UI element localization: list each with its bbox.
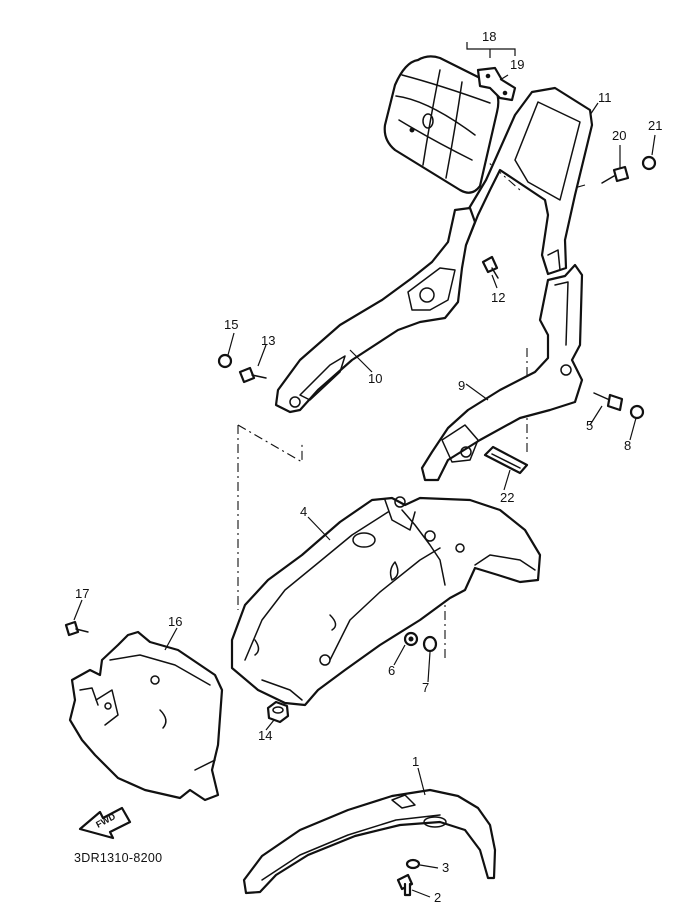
callout-18: 18 bbox=[482, 29, 496, 44]
callout-19: 19 bbox=[510, 57, 524, 72]
cap-15 bbox=[217, 353, 233, 369]
callout-3: 3 bbox=[442, 860, 449, 875]
callout-14: 14 bbox=[258, 728, 272, 743]
backrest-frame bbox=[453, 86, 594, 276]
mud-flap-cover bbox=[68, 630, 224, 802]
callout-5: 5 bbox=[586, 418, 593, 433]
callout-15: 15 bbox=[224, 317, 238, 332]
bracket bbox=[476, 66, 517, 102]
callout-9: 9 bbox=[458, 378, 465, 393]
callout-1: 1 bbox=[412, 754, 419, 769]
washer-7 bbox=[422, 635, 438, 653]
callout-13: 13 bbox=[261, 333, 275, 348]
right-stay bbox=[420, 263, 584, 482]
left-stay bbox=[274, 206, 477, 414]
leader-lines bbox=[73, 42, 656, 898]
diagram-code: 3DR1310-8200 bbox=[74, 851, 162, 865]
bolt-17 bbox=[64, 620, 89, 637]
callout-12: 12 bbox=[491, 290, 505, 305]
bolt-5 bbox=[593, 392, 624, 412]
label-plate bbox=[483, 445, 529, 475]
callout-2: 2 bbox=[434, 890, 441, 905]
hardware bbox=[64, 155, 657, 897]
callouts: 18 19 11 20 21 12 15 13 10 9 5 8 22 4 6 … bbox=[75, 29, 662, 905]
cap-8 bbox=[629, 404, 645, 420]
rear-fender bbox=[242, 788, 497, 895]
bolt-2 bbox=[396, 873, 414, 897]
callout-7: 7 bbox=[422, 680, 429, 695]
cap-21 bbox=[641, 155, 657, 171]
callout-20: 20 bbox=[612, 128, 626, 143]
callout-17: 17 bbox=[75, 586, 89, 601]
forward-arrow-icon: FWD bbox=[78, 806, 132, 840]
callout-4: 4 bbox=[300, 504, 307, 519]
callout-6: 6 bbox=[388, 663, 395, 678]
inner-rear-fender bbox=[230, 496, 542, 707]
callout-10: 10 bbox=[368, 371, 382, 386]
callout-11: 11 bbox=[598, 90, 612, 105]
callout-8: 8 bbox=[624, 438, 631, 453]
callout-21: 21 bbox=[648, 118, 662, 133]
bolt-20 bbox=[601, 165, 630, 184]
washer-3 bbox=[405, 858, 421, 870]
grommet-14 bbox=[266, 700, 290, 724]
bolt-12 bbox=[481, 255, 499, 279]
backrest-pad bbox=[383, 55, 500, 194]
callout-22: 22 bbox=[500, 490, 514, 505]
callout-16: 16 bbox=[168, 614, 182, 629]
bolt-13 bbox=[238, 366, 267, 384]
